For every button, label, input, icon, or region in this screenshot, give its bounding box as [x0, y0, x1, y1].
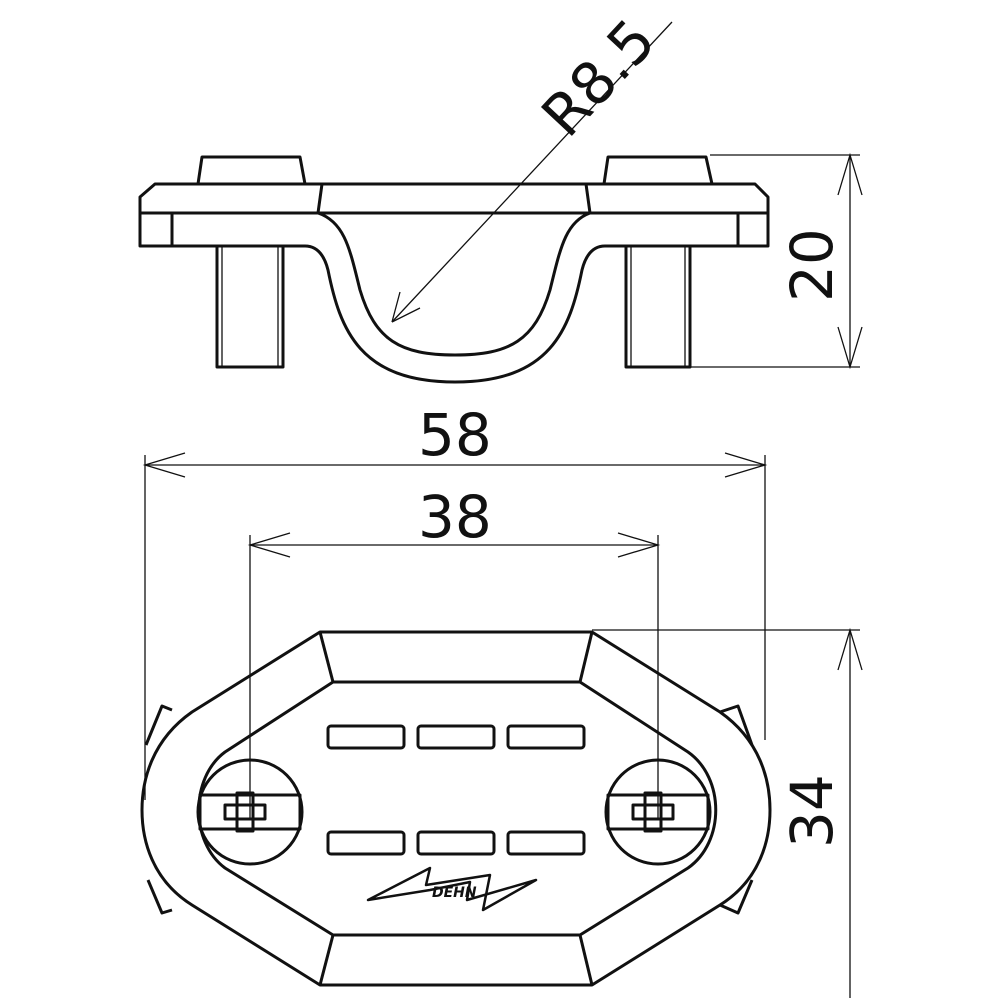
- length-dimension: 58: [142, 401, 768, 800]
- plate-upper: [138, 182, 770, 215]
- radius-label: R8.5: [529, 6, 669, 149]
- height-label: 20: [778, 228, 846, 302]
- plate-lower: [138, 213, 770, 384]
- left-bolt: [215, 246, 285, 369]
- right-bolt: [624, 246, 692, 369]
- side-view: [138, 155, 770, 384]
- dehn-logo: DEHN: [366, 866, 538, 912]
- saddle-inner: [317, 211, 591, 357]
- left-screw: [196, 758, 304, 866]
- slots: [326, 724, 586, 856]
- left-nut: [196, 155, 307, 185]
- width-dimension: 34: [592, 627, 863, 998]
- right-nut: [602, 155, 714, 185]
- length-label: 58: [418, 401, 492, 469]
- radius-dimension: R8.5: [391, 6, 673, 323]
- logo-text: DEHN: [432, 885, 477, 901]
- height-dimension: 20: [690, 152, 863, 370]
- spacing-label: 38: [418, 483, 492, 551]
- plan-view: DEHN: [140, 630, 772, 987]
- width-label: 34: [778, 774, 846, 848]
- right-screw: [604, 758, 712, 866]
- spacing-dimension: 38: [247, 483, 661, 820]
